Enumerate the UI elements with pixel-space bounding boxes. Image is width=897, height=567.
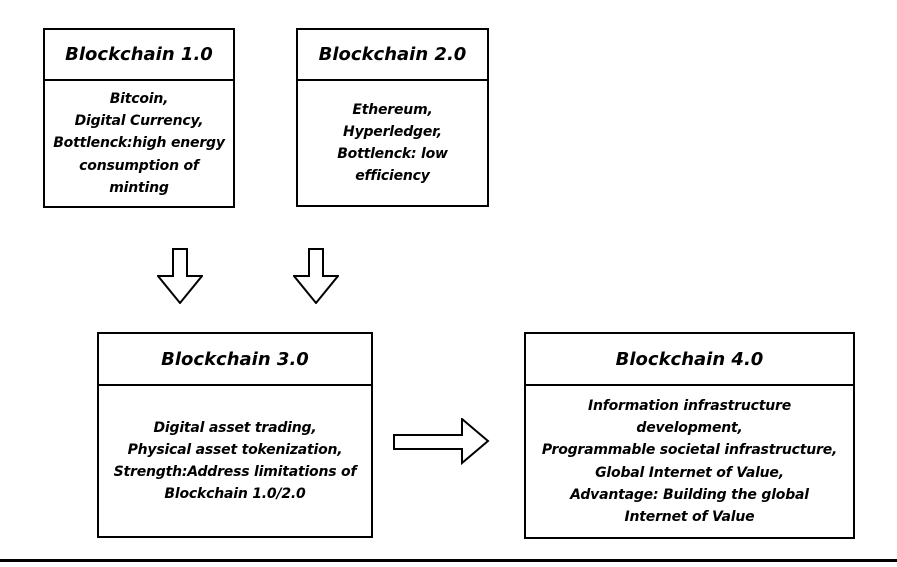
blockchain-1-box: Blockchain 1.0 Bitcoin, Digital Currency… [43, 28, 235, 208]
blockchain-2-title: Blockchain 2.0 [298, 30, 487, 81]
blockchain-4-box: Blockchain 4.0 Information infrastructur… [524, 332, 855, 539]
right-arrow-icon [393, 418, 490, 465]
down-arrow-icon [157, 248, 203, 304]
blockchain-4-body: Information infrastructure development, … [541, 398, 838, 525]
blockchain-1-title: Blockchain 1.0 [45, 30, 233, 81]
bottom-divider-line [0, 559, 897, 562]
blockchain-2-box: Blockchain 2.0 Ethereum, Hyperledger, Bo… [296, 28, 489, 207]
blockchain-3-body: Digital asset trading, Physical asset to… [113, 419, 357, 503]
blockchain-3-box: Blockchain 3.0 Digital asset trading, Ph… [97, 332, 373, 538]
blockchain-3-title: Blockchain 3.0 [99, 334, 371, 386]
blockchain-2-body: Ethereum, Hyperledger, Bottlenck: low ef… [337, 101, 448, 185]
blockchain-1-body: Bitcoin, Digital Currency, Bottlenck:hig… [53, 91, 225, 196]
blockchain-4-title: Blockchain 4.0 [526, 334, 853, 386]
down-arrow-icon [293, 248, 339, 304]
